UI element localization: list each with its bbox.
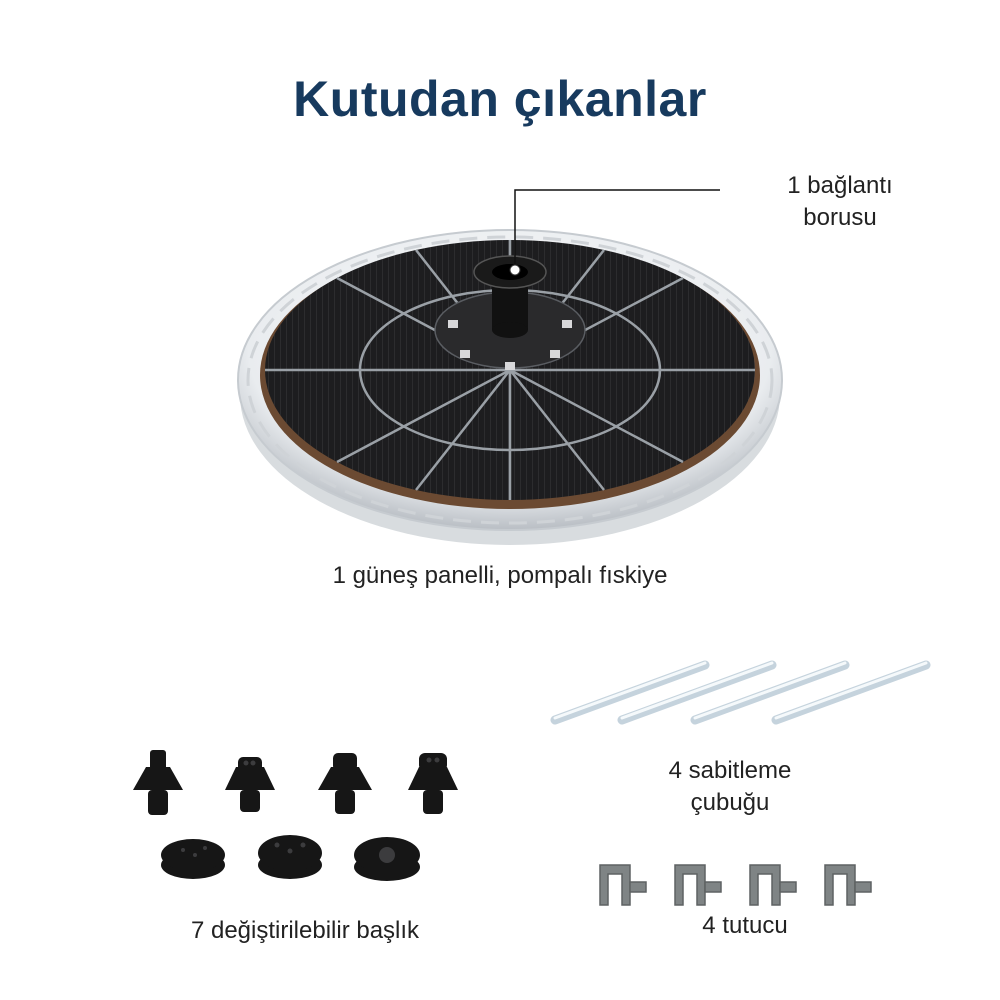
holders-label: 4 tutucu	[702, 912, 788, 939]
rods-label-line-1: 4 sabitleme	[668, 757, 792, 784]
connector-pipe-label-line-1: 1 bağlantı	[787, 172, 893, 199]
connector-pipe-callout	[509, 189, 720, 276]
page-title: Kutudan çıkanlar	[293, 71, 707, 127]
connector-pipe-label-line-2: borusu	[803, 204, 877, 231]
connector-pipe-label: 1 bağlantı borusu	[740, 170, 940, 234]
solar-fountain-image	[237, 229, 783, 545]
fixing-rods-image	[550, 660, 931, 725]
nozzles-image	[133, 750, 458, 881]
nozzles-label: 7 değiştirilebilir başlık	[190, 917, 420, 944]
rods-label: 4 sabitleme çubuğu	[640, 755, 820, 819]
holders-image	[599, 864, 872, 906]
fountain-label: 1 güneş panelli, pompalı fıskiye	[332, 562, 668, 589]
rods-label-line-2: çubuğu	[690, 789, 770, 816]
